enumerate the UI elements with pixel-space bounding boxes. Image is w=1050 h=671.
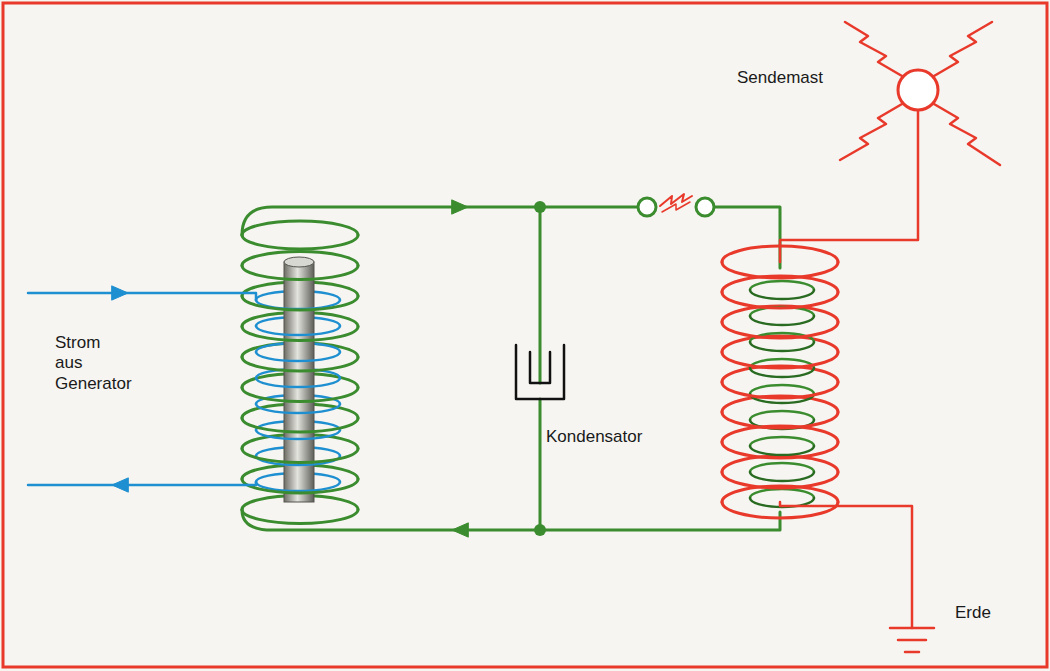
drawing-layer <box>28 22 1000 652</box>
secondary-coil-back <box>750 411 814 420</box>
antenna-coil-front <box>722 442 838 458</box>
coil-winding-front <box>242 327 358 341</box>
antenna-coil-front <box>722 262 838 278</box>
circuit-wire-bottom <box>242 510 780 530</box>
earth-wire <box>780 502 912 628</box>
antenna-coil-front <box>722 382 838 398</box>
text-label: Sendemast <box>737 68 823 88</box>
coil-winding-front <box>242 510 358 524</box>
secondary-coil-front <box>750 316 814 325</box>
ground-symbol <box>898 639 926 642</box>
coil-winding-front <box>242 235 358 249</box>
secondary-coil-back <box>750 489 814 498</box>
capacitor-plate-outer <box>516 345 564 399</box>
text-label: Kondensator <box>546 427 642 447</box>
radio-wave-bolt <box>845 22 902 76</box>
primary-winding-front <box>256 378 340 387</box>
secondary-coil-front <box>750 342 814 351</box>
coil-winding-back <box>242 221 358 235</box>
primary-winding-front <box>256 326 340 335</box>
capacitor-wire <box>539 399 542 530</box>
secondary-coil-front <box>750 446 814 455</box>
iron-core-top <box>284 257 314 267</box>
radio-wave-bolt <box>934 22 992 76</box>
secondary-coil-back <box>750 385 814 394</box>
current-arrow <box>452 200 468 214</box>
coil-winding-front <box>242 449 358 463</box>
spark-gap-electrode <box>638 198 656 216</box>
secondary-coil-front <box>750 290 814 299</box>
spark <box>662 202 690 212</box>
primary-winding-front <box>256 352 340 361</box>
coil-winding-front <box>242 479 358 493</box>
antenna-coil-front <box>722 412 838 428</box>
antenna-coil-front <box>722 292 838 308</box>
secondary-coil-front <box>750 472 814 481</box>
antenna-wire <box>780 110 918 262</box>
junction-dot <box>534 524 546 536</box>
radio-wave-bolt <box>934 104 1000 165</box>
coil-winding-front <box>242 266 358 280</box>
text-label: Erde <box>955 603 991 623</box>
current-arrow <box>112 286 128 300</box>
coil-winding-front <box>242 296 358 310</box>
generator-wire-out <box>28 482 256 485</box>
capacitor-wire <box>539 207 542 383</box>
ground-symbol <box>905 651 919 654</box>
frame <box>3 3 1047 667</box>
text-label: Strom aus Generator <box>55 333 132 394</box>
radio-wave-bolt <box>840 104 902 160</box>
current-arrow <box>112 478 128 492</box>
primary-winding-front <box>256 404 340 413</box>
transmitter-mast <box>898 70 938 110</box>
circuit-wire-top <box>242 207 638 235</box>
junction-dot <box>534 201 546 213</box>
ground-symbol <box>890 627 934 630</box>
antenna-coil-front <box>722 322 838 338</box>
coil-winding-front <box>242 418 358 432</box>
secondary-coil-back <box>750 281 814 290</box>
antenna-coil-front <box>722 472 838 488</box>
current-arrow <box>452 523 468 537</box>
antenna-coil-front <box>722 352 838 368</box>
coil-winding-front <box>242 388 358 402</box>
coil-winding-front <box>242 357 358 371</box>
secondary-coil-back <box>750 463 814 472</box>
generator-wire-in <box>28 293 256 300</box>
spark-gap-electrode <box>696 198 714 216</box>
secondary-coil-back <box>750 437 814 446</box>
capacitor-plate-inner <box>530 352 550 383</box>
